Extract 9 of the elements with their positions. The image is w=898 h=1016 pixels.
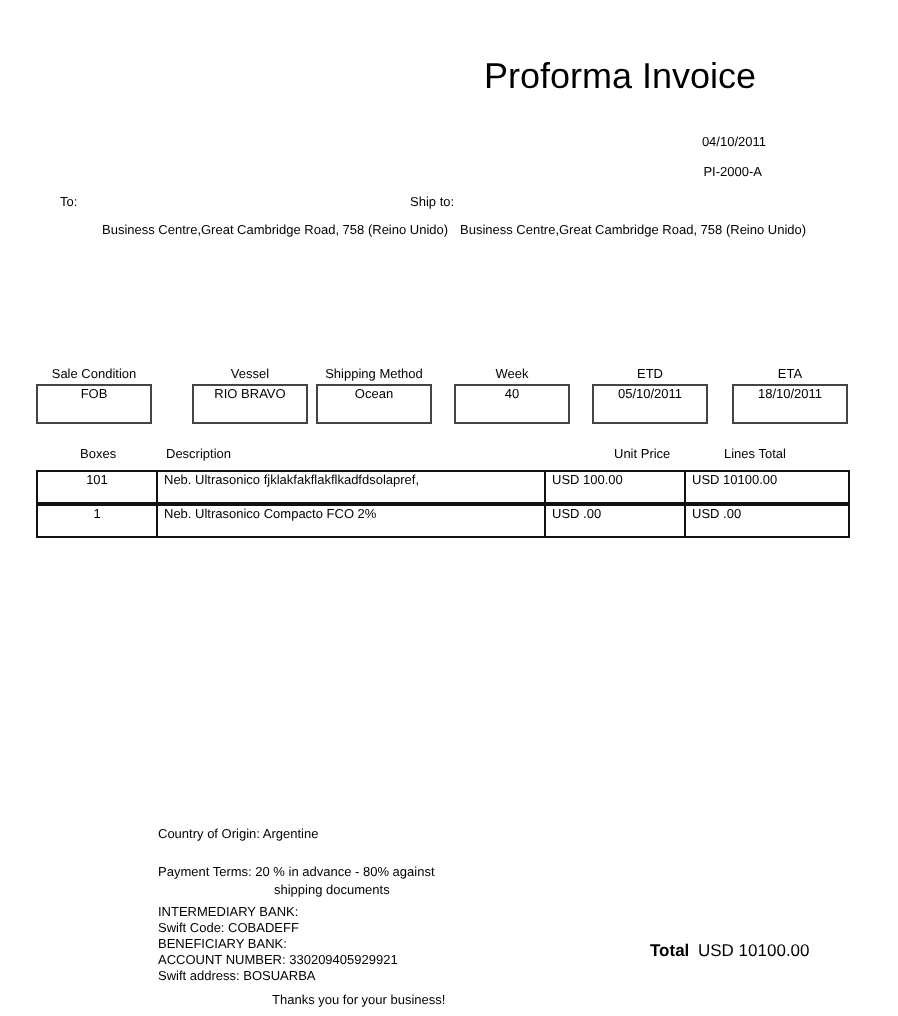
value-box	[732, 384, 848, 424]
invoice-title: Proforma Invoice	[484, 54, 757, 98]
value-box	[192, 384, 308, 424]
value-box	[36, 384, 152, 424]
value-box	[592, 384, 708, 424]
total-label: Total	[650, 940, 690, 960]
value-box	[454, 384, 570, 424]
total-amount: USD 10100.00	[698, 940, 810, 960]
value-box	[316, 384, 432, 424]
